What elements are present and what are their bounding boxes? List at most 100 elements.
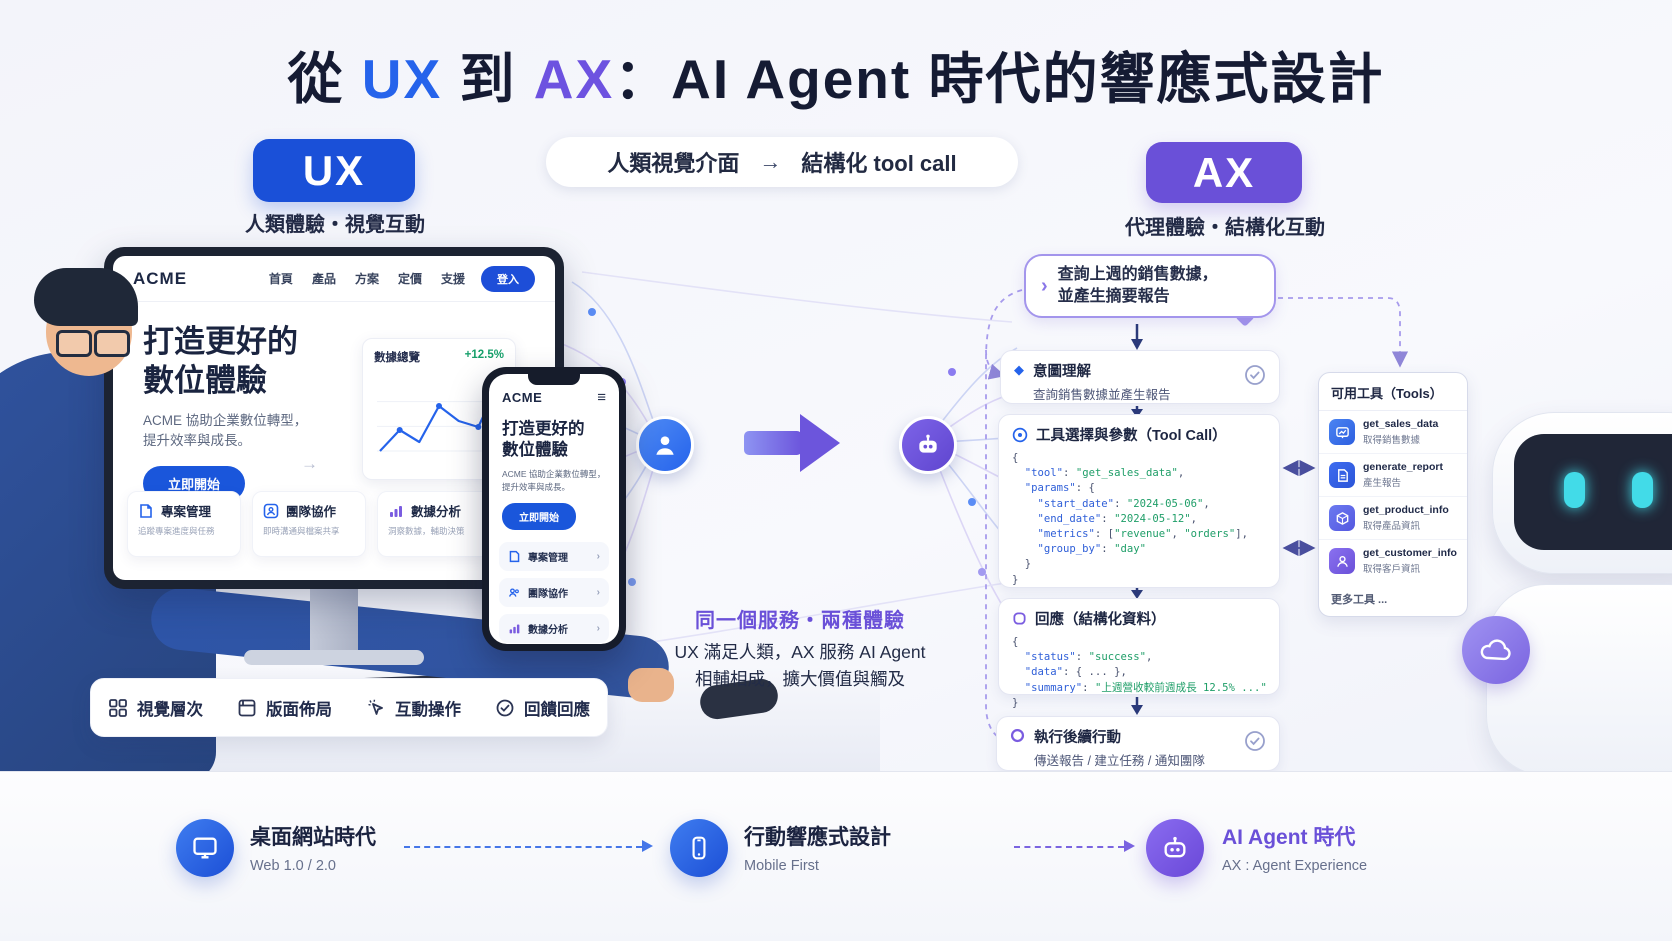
desktop-navbar: ACME 首頁 產品 方案 定價 支援 登入	[113, 256, 555, 302]
monitor-base	[244, 650, 424, 665]
caption-line2: 相輔相成，擴大價值與觸及	[695, 669, 905, 689]
card-project-management: 專案管理 追蹤專案進度與任務	[127, 491, 241, 557]
mobile-era-icon	[670, 819, 728, 877]
chevron-right-icon: ›	[596, 623, 600, 634]
nav-item-solutions[interactable]: 方案	[354, 272, 379, 286]
nav-item-home[interactable]: 首頁	[268, 272, 293, 286]
mobile-list-item-analytics[interactable]: 數據分析 ›	[499, 614, 609, 643]
ax-badge: AX	[1146, 142, 1302, 203]
customer-icon	[1336, 555, 1348, 567]
page-title: 從 UX 到 AX：AI Agent 時代的響應式設計	[0, 34, 1672, 114]
user-query-bubble: › 查詢上週的銷售數據， 並產生摘要報告	[1024, 254, 1276, 318]
hero-subtext: ACME 協助企業數位轉型， 提升效率與成長。	[143, 413, 308, 448]
arrow-down-icon	[1131, 588, 1143, 599]
acme-logo-mobile: ACME	[502, 390, 543, 405]
era3-subtitle: AX : Agent Experience	[1222, 858, 1368, 874]
card-data-analytics: 數據分析 洞察數據，輔助決策	[377, 491, 491, 557]
response-json: { "status": "success", "data": { ... }, …	[1012, 636, 1266, 709]
check-circle-icon	[1245, 365, 1265, 385]
document-icon	[1337, 468, 1348, 482]
card-title: 數據分析	[411, 505, 462, 519]
arrow-down-icon	[1131, 324, 1143, 350]
chart-screen-icon	[1335, 426, 1349, 438]
era2-title: 行動響應式設計	[744, 826, 891, 849]
query-line1: 查詢上週的銷售數據，	[1057, 266, 1218, 283]
ai-agent-node	[899, 416, 957, 474]
grid-icon	[109, 698, 127, 717]
middle-caption: 同一個服務・兩種體驗 UX 滿足人類，AX 服務 AI Agent 相輔相成，擴…	[620, 604, 980, 693]
cloud-icon	[1480, 639, 1511, 661]
nav-item-products[interactable]: 產品	[311, 272, 336, 286]
tool-call-json: { "tool": "get_sales_data", "params": { …	[1012, 452, 1249, 586]
person-icon	[656, 436, 674, 455]
bar-chart-icon	[390, 505, 402, 517]
feature-interaction: 互動操作	[366, 696, 461, 720]
diamond-icon: ◆	[1014, 362, 1024, 377]
layout-icon	[238, 699, 256, 716]
cursor-icon	[368, 699, 383, 715]
tool-call-title: 工具選擇與參數（Tool Call）	[1036, 428, 1227, 444]
desktop-era-icon	[176, 819, 234, 877]
more-tools-label[interactable]: 更多工具 ...	[1331, 594, 1388, 606]
check-circle-icon	[1245, 731, 1265, 751]
nav-item-pricing[interactable]: 定價	[397, 272, 422, 286]
phone-notch	[528, 374, 580, 385]
timeline-arrow-2	[1014, 840, 1135, 852]
hamburger-menu-icon[interactable]: ≡	[597, 389, 606, 406]
circle-icon	[1010, 728, 1025, 743]
caption-headline: 同一個服務・兩種體驗	[695, 610, 905, 632]
robot-icon	[919, 434, 937, 453]
people-icon	[509, 588, 519, 597]
pill-left-label: 人類視覺介面	[607, 151, 740, 176]
followup-actions-box: 執行後續行動 傳送報告 / 建立任務 / 通知團隊	[996, 716, 1280, 771]
title-part: ：AI Agent 時代的響應式設計	[614, 48, 1385, 110]
era1-title: 桌面網站時代	[250, 826, 376, 849]
title-part: 從	[287, 48, 362, 110]
transform-arrow	[744, 414, 844, 472]
chart-card-title: 數據總覽	[374, 352, 420, 364]
transformation-pill: 人類視覺介面 → 結構化 tool call	[546, 137, 1018, 187]
mobile-phone: ACME ≡ 打造更好的 數位體驗 ACME 協助企業數位轉型， 提升效率與成長…	[482, 367, 626, 651]
people-icon	[263, 503, 279, 518]
mobile-list-item-team[interactable]: 團隊協作 ›	[499, 578, 609, 607]
mobile-get-started-button[interactable]: 立即開始	[502, 503, 576, 530]
login-button[interactable]: 登入	[481, 265, 535, 292]
sales-sparkline-chart	[374, 371, 504, 463]
feature-feedback: 回饋回應	[495, 696, 590, 720]
arrow-right-icon: →	[759, 149, 782, 174]
arrow-down-icon	[1131, 406, 1143, 418]
era1-subtitle: Web 1.0 / 2.0	[250, 858, 336, 874]
caption-line1: UX 滿足人類，AX 服務 AI Agent	[674, 642, 926, 662]
tool-call-box: 工具選擇與參數（Tool Call） { "tool": "get_sales_…	[998, 414, 1280, 588]
monitor-stand	[310, 589, 358, 653]
feature-cards-row: 專案管理 追蹤專案進度與任務 團隊協作 即時溝通與檔案共享 數據分析	[127, 491, 491, 557]
mobile-hero-subtext: ACME 協助企業數位轉型， 提升效率與成長。	[502, 469, 606, 492]
monitor-icon	[193, 837, 217, 859]
title-part: 到	[442, 48, 534, 110]
card-team-collab: 團隊協作 即時溝通與檔案共享	[252, 491, 366, 557]
agent-era-icon	[1146, 819, 1204, 877]
mobile-list-item-projects[interactable]: 專案管理 ›	[499, 542, 609, 571]
ux-subtitle: 人類體驗・視覺互動	[245, 214, 425, 236]
ux-badge: UX	[253, 139, 415, 202]
ax-subtitle: 代理體驗・結構化互動	[1125, 217, 1325, 239]
chevron-right-icon: ›	[596, 551, 600, 562]
mobile-screen: ACME ≡ 打造更好的 數位體驗 ACME 協助企業數位轉型， 提升效率與成長…	[489, 374, 619, 644]
card-subtitle: 追蹤專案進度與任務	[138, 526, 215, 536]
pill-right-label: 結構化 tool call	[801, 151, 957, 176]
hero-heading: 打造更好的 數位體驗	[143, 324, 298, 398]
card-title: 團隊協作	[286, 505, 337, 519]
check-circle-icon	[496, 699, 514, 716]
feature-layout: 版面佈局	[237, 696, 332, 720]
desktop-hero: 打造更好的 數位體驗 ACME 協助企業數位轉型， 提升效率與成長。 立即開始	[143, 322, 363, 501]
nav-item-support[interactable]: 支援	[440, 272, 465, 286]
card-subtitle: 洞察數據，輔助決策	[388, 526, 465, 536]
card-subtitle: 即時溝通與檔案共享	[263, 526, 340, 536]
arrow-right-icon: →	[301, 454, 318, 473]
robot-cloud-badge	[1462, 616, 1530, 684]
